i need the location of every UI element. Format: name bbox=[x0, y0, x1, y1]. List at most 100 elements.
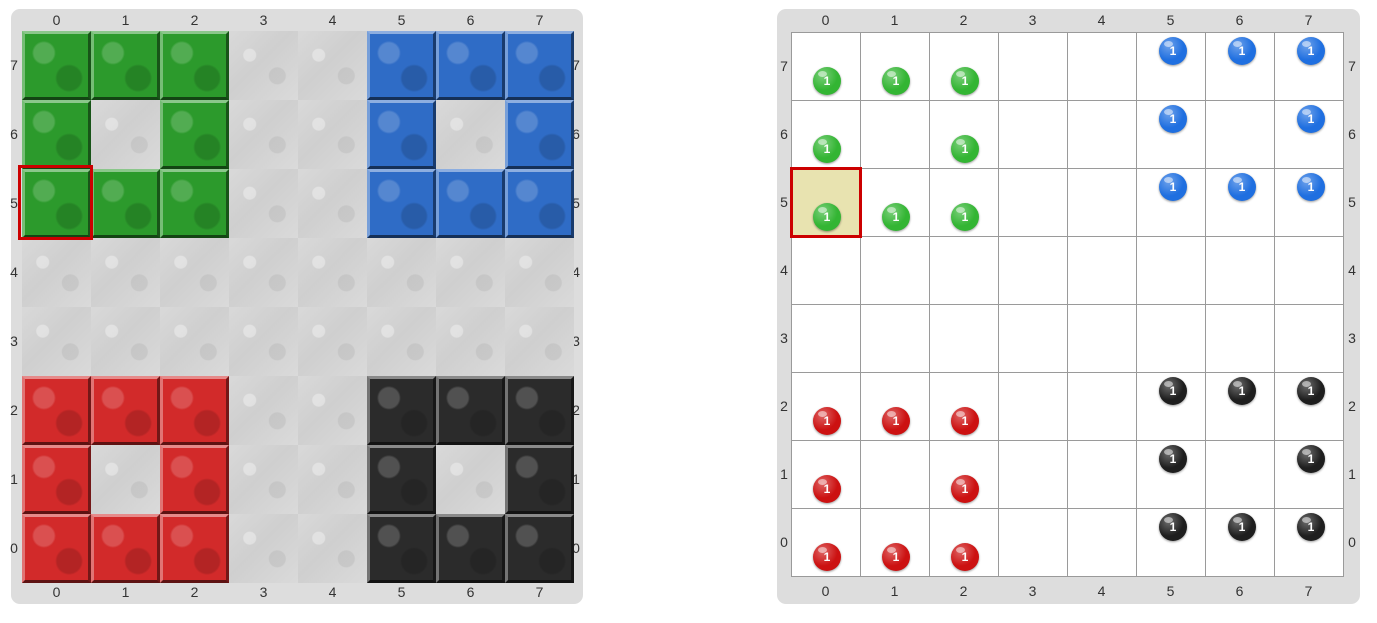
green-tile[interactable] bbox=[91, 31, 160, 100]
empty-tile[interactable] bbox=[436, 100, 505, 169]
blue-piece[interactable]: 1 bbox=[1159, 37, 1187, 65]
blue-piece[interactable]: 1 bbox=[1297, 105, 1325, 133]
board-cell[interactable] bbox=[1275, 373, 1344, 441]
green-tile[interactable] bbox=[91, 169, 160, 238]
green-piece[interactable]: 1 bbox=[951, 135, 979, 163]
empty-tile[interactable] bbox=[436, 445, 505, 514]
black-piece[interactable]: 1 bbox=[1159, 513, 1187, 541]
board-cell[interactable] bbox=[1068, 373, 1137, 441]
black-tile[interactable] bbox=[505, 514, 574, 583]
red-piece[interactable]: 1 bbox=[951, 475, 979, 503]
red-tile[interactable] bbox=[91, 514, 160, 583]
board-cell[interactable] bbox=[999, 33, 1068, 101]
board-cell[interactable] bbox=[1068, 237, 1137, 305]
red-tile[interactable] bbox=[91, 376, 160, 445]
red-piece[interactable]: 1 bbox=[882, 543, 910, 571]
board-cell[interactable] bbox=[792, 305, 861, 373]
board-cell[interactable] bbox=[999, 441, 1068, 509]
empty-tile[interactable] bbox=[298, 100, 367, 169]
board-cell[interactable] bbox=[792, 509, 861, 577]
board-cell[interactable] bbox=[1137, 509, 1206, 577]
board-cell[interactable] bbox=[792, 441, 861, 509]
blue-tile[interactable] bbox=[436, 169, 505, 238]
blue-tile[interactable] bbox=[505, 31, 574, 100]
red-piece[interactable]: 1 bbox=[813, 407, 841, 435]
green-piece[interactable]: 1 bbox=[882, 67, 910, 95]
blue-tile[interactable] bbox=[436, 31, 505, 100]
empty-tile[interactable] bbox=[229, 307, 298, 376]
board-cell[interactable] bbox=[1137, 373, 1206, 441]
board-cell[interactable] bbox=[1137, 237, 1206, 305]
board-cell[interactable] bbox=[1206, 441, 1275, 509]
green-piece[interactable]: 1 bbox=[882, 203, 910, 231]
board-cell[interactable] bbox=[930, 169, 999, 237]
board-cell[interactable] bbox=[861, 373, 930, 441]
board-cell[interactable] bbox=[930, 441, 999, 509]
board-cell[interactable] bbox=[1137, 441, 1206, 509]
black-piece[interactable]: 1 bbox=[1159, 377, 1187, 405]
empty-tile[interactable] bbox=[298, 376, 367, 445]
red-tile[interactable] bbox=[22, 376, 91, 445]
board-cell[interactable] bbox=[861, 305, 930, 373]
board-cell[interactable] bbox=[1206, 509, 1275, 577]
blue-piece[interactable]: 1 bbox=[1228, 37, 1256, 65]
empty-tile[interactable] bbox=[229, 514, 298, 583]
black-piece[interactable]: 1 bbox=[1228, 513, 1256, 541]
board-cell[interactable] bbox=[1275, 101, 1344, 169]
green-tile[interactable] bbox=[160, 31, 229, 100]
empty-tile[interactable] bbox=[367, 307, 436, 376]
empty-tile[interactable] bbox=[298, 31, 367, 100]
empty-tile[interactable] bbox=[160, 307, 229, 376]
empty-tile[interactable] bbox=[298, 514, 367, 583]
empty-tile[interactable] bbox=[298, 238, 367, 307]
empty-tile[interactable] bbox=[229, 376, 298, 445]
red-piece[interactable]: 1 bbox=[813, 475, 841, 503]
blue-tile[interactable] bbox=[505, 100, 574, 169]
red-tile[interactable] bbox=[160, 514, 229, 583]
board-cell[interactable] bbox=[1206, 237, 1275, 305]
board-cell[interactable] bbox=[1275, 33, 1344, 101]
black-tile[interactable] bbox=[367, 514, 436, 583]
green-piece[interactable]: 1 bbox=[951, 67, 979, 95]
red-tile[interactable] bbox=[160, 376, 229, 445]
black-piece[interactable]: 1 bbox=[1228, 377, 1256, 405]
empty-tile[interactable] bbox=[436, 238, 505, 307]
red-tile[interactable] bbox=[160, 445, 229, 514]
board-cell[interactable] bbox=[930, 237, 999, 305]
blue-piece[interactable]: 1 bbox=[1228, 173, 1256, 201]
black-piece[interactable]: 1 bbox=[1297, 445, 1325, 473]
blue-piece[interactable]: 1 bbox=[1159, 105, 1187, 133]
board-cell[interactable] bbox=[999, 509, 1068, 577]
blue-piece[interactable]: 1 bbox=[1159, 173, 1187, 201]
black-piece[interactable]: 1 bbox=[1297, 513, 1325, 541]
black-tile[interactable] bbox=[436, 514, 505, 583]
empty-tile[interactable] bbox=[229, 100, 298, 169]
board-cell[interactable] bbox=[1206, 373, 1275, 441]
red-tile[interactable] bbox=[22, 514, 91, 583]
board-cell[interactable] bbox=[792, 33, 861, 101]
empty-tile[interactable] bbox=[91, 445, 160, 514]
empty-tile[interactable] bbox=[436, 307, 505, 376]
empty-tile[interactable] bbox=[160, 238, 229, 307]
green-piece[interactable]: 1 bbox=[813, 67, 841, 95]
empty-tile[interactable] bbox=[22, 238, 91, 307]
board-cell[interactable] bbox=[1137, 33, 1206, 101]
blue-tile[interactable] bbox=[367, 169, 436, 238]
board-cell[interactable] bbox=[1068, 441, 1137, 509]
blue-tile[interactable] bbox=[367, 31, 436, 100]
board-cell[interactable] bbox=[861, 101, 930, 169]
board-cell[interactable] bbox=[861, 33, 930, 101]
board-cell[interactable] bbox=[999, 237, 1068, 305]
board-cell[interactable] bbox=[1206, 33, 1275, 101]
red-piece[interactable]: 1 bbox=[951, 543, 979, 571]
empty-tile[interactable] bbox=[298, 307, 367, 376]
board-cell[interactable] bbox=[999, 305, 1068, 373]
empty-tile[interactable] bbox=[505, 238, 574, 307]
board-cell[interactable] bbox=[1206, 169, 1275, 237]
board-cell[interactable] bbox=[930, 509, 999, 577]
empty-tile[interactable] bbox=[229, 169, 298, 238]
empty-tile[interactable] bbox=[229, 31, 298, 100]
green-tile[interactable] bbox=[22, 169, 91, 238]
board-cell[interactable] bbox=[930, 101, 999, 169]
board-cell[interactable] bbox=[1068, 33, 1137, 101]
